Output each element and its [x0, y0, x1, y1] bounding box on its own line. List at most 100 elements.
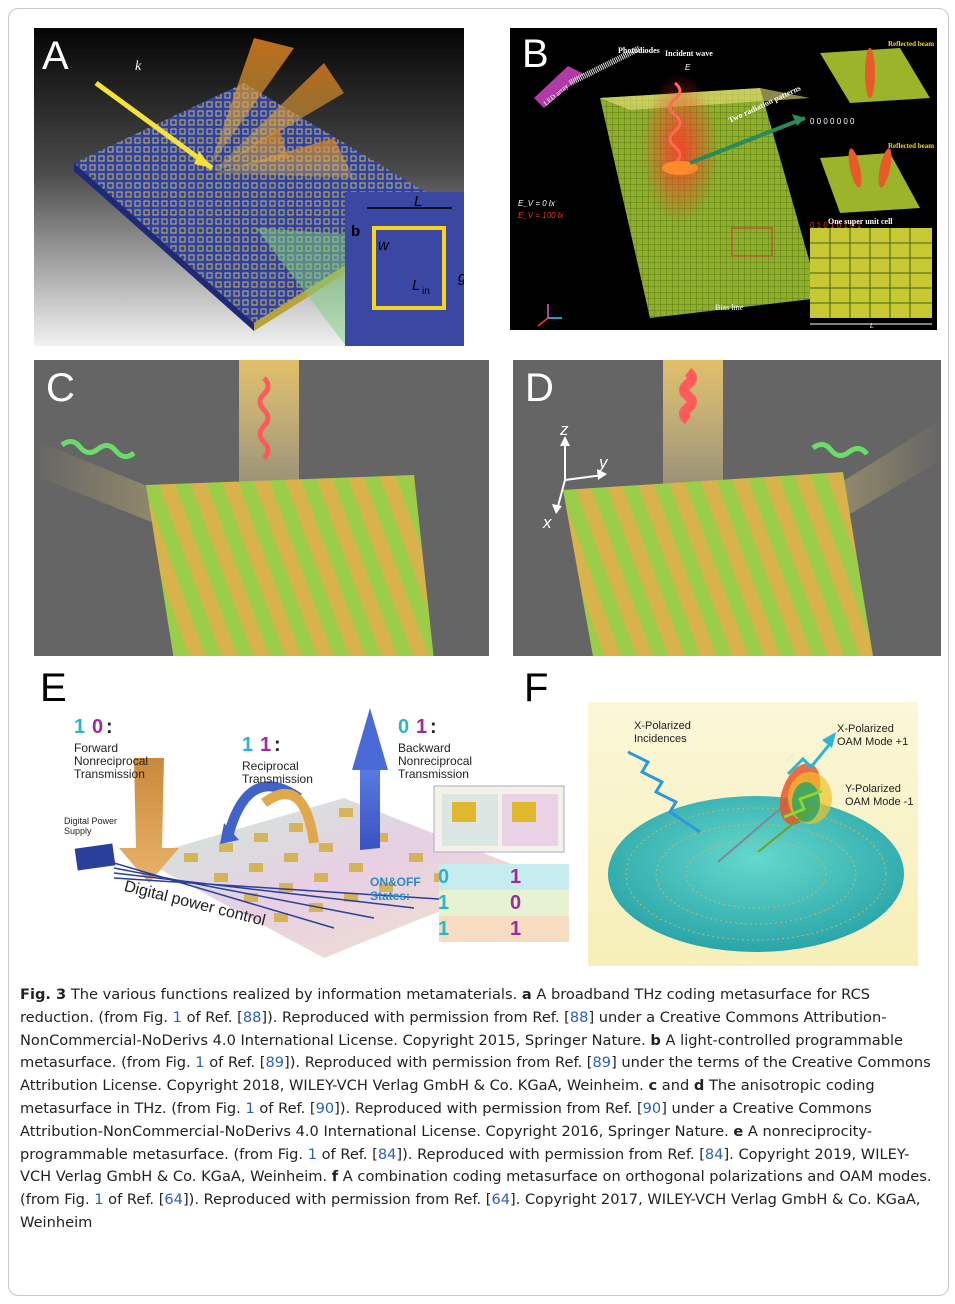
caption-panel-d: d — [693, 1077, 705, 1095]
caption-text: ] under a Creative Commons Attribution-N… — [20, 1008, 887, 1049]
panel-d-axis-z: z — [559, 420, 569, 439]
panel-b-incident: Incident wave — [665, 49, 713, 58]
code-01-second: 1 — [416, 716, 428, 738]
caption-figure-link[interactable]: 1 — [195, 1054, 205, 1072]
states-label2: States: — [370, 889, 411, 903]
panel-d-axis-y: y — [598, 453, 609, 472]
code-11-text2: Transmission — [242, 772, 313, 786]
caption-ref-link[interactable]: 84 — [377, 1145, 397, 1163]
panel-d-illustration: z y x — [513, 360, 941, 656]
caption-ref-link[interactable]: 90 — [315, 1099, 335, 1117]
panel-a-illustration: k L b w L in g — [34, 28, 464, 346]
code-10-colon: : — [106, 716, 113, 738]
panel-b-field: E — [685, 63, 691, 72]
panel-b-L: L — [870, 323, 874, 330]
f-xmode-label2: OAM Mode +1 — [837, 736, 909, 748]
panel-f: F X-Polarized Incidences X-Polarized OAM… — [524, 668, 944, 968]
panel-f-illustration — [608, 732, 904, 952]
panel-b-code-top: 0 0 0 0 0 0 0 — [810, 117, 855, 126]
caption-panel-c: c — [648, 1077, 658, 1095]
f-ymode-label1: Y-Polarized — [845, 783, 901, 795]
power-supply-label1: Digital Power — [64, 816, 118, 826]
code-01-text2: Nonreciprocal — [398, 754, 473, 768]
caption-text: ] under the terms of the Creative Common… — [20, 1054, 931, 1095]
panel-b-illustration: Photodiodes LED array Incident wave E Tw… — [518, 40, 934, 330]
code-01-text1: Backward — [398, 741, 451, 755]
code-01-colon: : — [430, 716, 437, 738]
power-supply-label2: Supply — [64, 826, 92, 836]
caption-text: and — [657, 1077, 694, 1095]
panel-b-super-cell: One super unit cell — [828, 217, 893, 226]
panel-f-background — [588, 702, 918, 966]
code-10-text3: Transmission — [74, 767, 145, 781]
panel-a-dim-lin: L — [412, 277, 420, 294]
caption-ref-link[interactable]: 89 — [592, 1054, 612, 1072]
caption-text: of Ref. [ — [316, 1145, 378, 1163]
caption-panel-e: e — [733, 1122, 744, 1140]
caption-figure-link[interactable]: 1 — [245, 1099, 255, 1117]
caption-text: ]). Reproduced with permission from Ref.… — [396, 1145, 705, 1163]
caption-text: ]). Reproduced with permission from Ref.… — [284, 1054, 593, 1072]
panel-f-label: F — [524, 668, 549, 710]
panel-a-dim-g: g — [458, 269, 464, 286]
caption-text: ]. Copyright 2017, WILEY-VCH Verlag GmbH… — [20, 1191, 921, 1231]
caption-text: ]). Reproduced with permission from Ref.… — [182, 1191, 492, 1209]
panel-a-wavevector: k — [135, 59, 142, 74]
state-cell: 1 — [510, 866, 522, 888]
panel-b-ev0: E_V = 0 lx — [518, 199, 556, 208]
panel-b-code-bottom: 0 1 0 1 0 1 0 1 — [810, 221, 862, 230]
panel-c-label: C — [46, 366, 75, 410]
panel-a-dim-w: w — [378, 237, 390, 254]
caption-text: The various functions realized by inform… — [66, 986, 522, 1003]
states-label1: ON&OFF — [370, 875, 421, 889]
panel-d: z y x D — [513, 360, 941, 656]
code-10-first: 1 — [74, 716, 86, 738]
state-cell: 0 — [510, 892, 522, 914]
caption-text: ]). Reproduced with permission from Ref.… — [261, 1008, 570, 1026]
caption-panel-a: a — [521, 986, 532, 1003]
caption-text: A combination coding metasurface on orth… — [20, 1168, 932, 1209]
code-01-text3: Transmission — [398, 767, 469, 781]
state-cell: 1 — [438, 892, 450, 914]
f-xmode-label1: X-Polarized — [837, 723, 894, 735]
panel-b-label: B — [522, 32, 549, 76]
caption-text: ] under a Creative Commons Attribution-N… — [20, 1099, 872, 1140]
figure-caption: Fig. 3 The various functions realized by… — [20, 984, 938, 1235]
panel-b: Photodiodes LED array Incident wave E Tw… — [510, 28, 937, 330]
code-10-second: 0 — [92, 716, 104, 738]
panel-e-label: E — [40, 668, 67, 710]
caption-ref-link[interactable]: 84 — [704, 1145, 724, 1163]
caption-text: ]. Copyright 2019, WILEY-VCH Verlag GmbH… — [20, 1145, 910, 1186]
panel-a-dim-b: b — [351, 223, 360, 240]
caption-text: ]). Reproduced with permission from Ref.… — [334, 1099, 643, 1117]
code-11-text1: Reciprocal — [242, 759, 299, 773]
caption-figure-link[interactable]: 1 — [94, 1191, 104, 1209]
caption-text: A broadband THz coding metasurface for R… — [20, 986, 871, 1026]
caption-panel-f: f — [331, 1168, 339, 1186]
caption-text: of Ref. [ — [254, 1099, 316, 1117]
f-incidences-label1: X-Polarized — [634, 720, 691, 732]
code-10-text2: Nonreciprocal — [74, 754, 149, 768]
panel-b-reflected2: Reflected beam — [888, 142, 934, 150]
panel-c: C — [34, 360, 489, 656]
state-cell: 1 — [510, 918, 522, 940]
caption-text: of Ref. [ — [204, 1054, 266, 1072]
code-10-text1: Forward — [74, 741, 119, 755]
panel-e-illustration — [74, 708, 569, 958]
f-incidences-label2: Incidences — [634, 733, 687, 745]
code-11-second: 1 — [260, 734, 272, 756]
caption-figure-link[interactable]: 1 — [307, 1145, 317, 1163]
caption-panel-b: b — [650, 1031, 661, 1049]
caption-ref-link[interactable]: 64 — [164, 1191, 183, 1209]
caption-ref-link[interactable]: 89 — [265, 1054, 285, 1072]
caption-ref-link[interactable]: 90 — [642, 1099, 662, 1117]
caption-ref-link[interactable]: 88 — [569, 1008, 589, 1026]
figure-frame — [8, 8, 949, 1296]
panel-a-label: A — [42, 34, 69, 78]
caption-ref-link[interactable]: 64 — [491, 1191, 511, 1209]
caption-ref-link[interactable]: 88 — [242, 1008, 262, 1026]
panel-a-dim-L: L — [414, 193, 422, 210]
code-01-first: 0 — [398, 716, 410, 738]
panel-a-dim-lin-sub: in — [422, 286, 430, 297]
caption-figure-link[interactable]: 1 — [172, 1008, 182, 1026]
